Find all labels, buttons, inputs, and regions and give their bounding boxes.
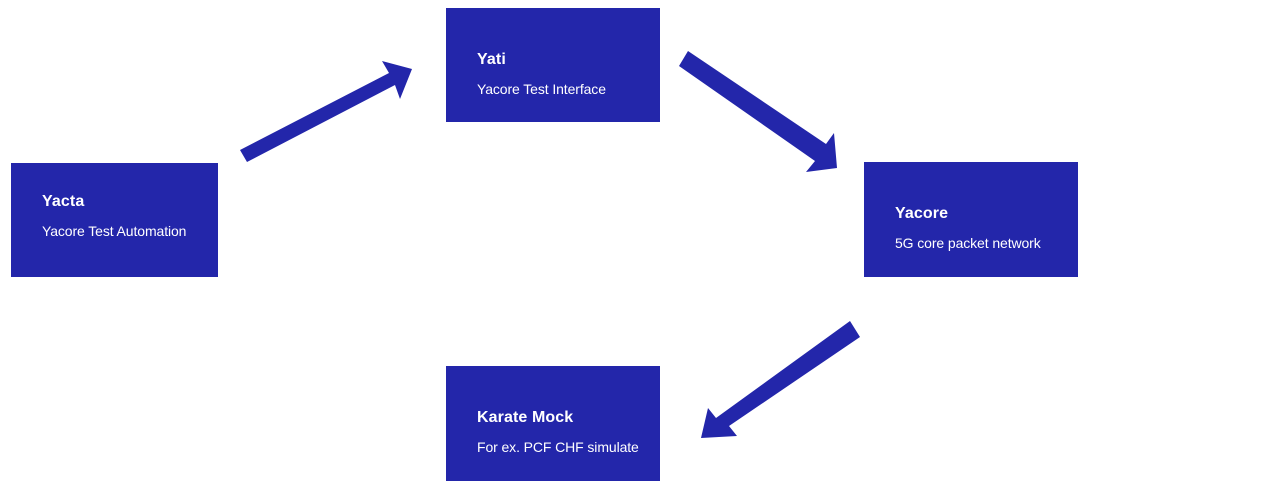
node-title: Karate Mock: [477, 409, 574, 426]
node-yacta: Yacta Yacore Test Automation: [11, 163, 218, 277]
arrow-yacore-to-karate: [701, 321, 860, 438]
node-yati: Yati Yacore Test Interface: [446, 8, 660, 122]
node-subtitle: Yacore Test Interface: [477, 81, 606, 97]
arrow-yati-to-yacore: [679, 51, 837, 172]
arrow-yacta-to-yati: [240, 61, 412, 162]
node-yacore: Yacore 5G core packet network: [864, 162, 1078, 277]
node-title: Yacta: [42, 193, 85, 210]
node-karate-mock: Karate Mock For ex. PCF CHF simulate: [446, 366, 660, 481]
node-title: Yati: [477, 51, 506, 68]
node-subtitle: Yacore Test Automation: [42, 223, 187, 239]
node-subtitle: 5G core packet network: [895, 235, 1041, 251]
node-title: Yacore: [895, 205, 949, 222]
node-subtitle: For ex. PCF CHF simulate: [477, 439, 639, 455]
